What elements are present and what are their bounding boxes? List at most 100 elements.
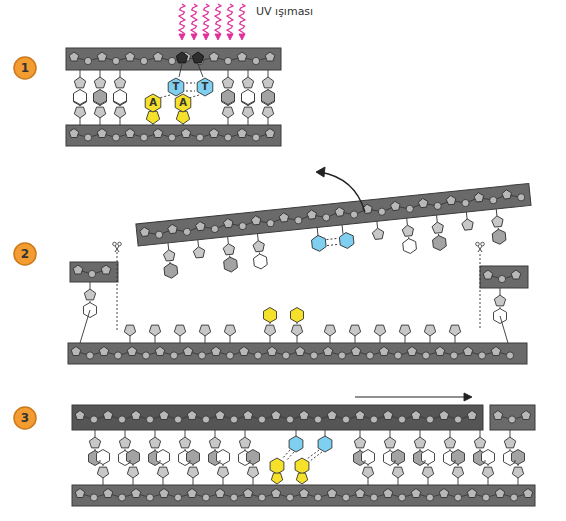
base-hexagon (222, 91, 235, 106)
phosphate-bead (406, 205, 414, 213)
bond-line (455, 336, 456, 343)
sugar-bead (446, 195, 456, 205)
sugar-pentagon (247, 467, 258, 478)
bond-line (480, 254, 481, 330)
phosphate-bead (342, 494, 349, 501)
bond-line (297, 336, 298, 343)
sugar-pentagon (482, 467, 493, 478)
bond-line (485, 460, 486, 462)
bond-line (430, 336, 431, 343)
uv-ray-head (215, 34, 221, 40)
phosphate-bead (211, 225, 219, 233)
base-hexagon (242, 91, 255, 106)
bond-line (80, 310, 90, 343)
nucleotide-base: A (143, 93, 163, 113)
base-hexagon (262, 90, 275, 105)
uv-rays (179, 4, 245, 40)
uv-ray (227, 4, 233, 34)
hexagon-shape (145, 94, 161, 112)
bond-line (193, 478, 194, 485)
bond-line (466, 212, 468, 219)
base-hexagon (291, 308, 304, 323)
bond-line (153, 124, 154, 125)
sugar-bead (237, 52, 247, 61)
bond-line (117, 252, 118, 330)
panel-one (66, 48, 281, 146)
phosphate-bead (202, 416, 209, 423)
sugar-bead (101, 265, 111, 274)
sugar-bead (299, 489, 309, 498)
phosphate-bead (426, 416, 433, 423)
dna-backbone (66, 125, 281, 146)
sugar-pentagon (324, 325, 335, 336)
damaged-sugar (176, 52, 187, 63)
bond-line (115, 246, 119, 252)
sugar-pentagon (223, 243, 235, 255)
panel-three (72, 393, 535, 506)
nucleotide-base: T (195, 77, 215, 97)
sugar-bead (502, 189, 512, 199)
adenine-base (270, 458, 284, 474)
sugar-bead (237, 129, 247, 138)
arrow-head (316, 167, 325, 177)
bond-line (478, 246, 482, 252)
step-number-circle: 3 (13, 406, 37, 430)
sugar-bead (215, 411, 225, 420)
bond-line (436, 215, 438, 222)
uv-ray (179, 4, 185, 34)
sugar-pentagon (349, 325, 360, 336)
bond-line (198, 64, 203, 77)
bond-line (245, 430, 246, 437)
bond-line (406, 218, 408, 225)
phosphate-bead (114, 352, 121, 359)
dna-backbone (480, 266, 528, 288)
bond-line (286, 452, 294, 461)
bond-line (355, 336, 356, 343)
phosphate-bead (230, 416, 237, 423)
sugar-bead (103, 489, 113, 498)
bond-line (120, 118, 121, 125)
bond-line (268, 118, 269, 125)
circle-shape (14, 57, 36, 79)
bond-line (80, 118, 81, 125)
sugar-pentagon (74, 107, 85, 118)
bond-line (223, 478, 224, 485)
base-hexagon (164, 263, 178, 279)
base-hexagon (97, 450, 110, 465)
step-number-circle: 1 (13, 56, 37, 80)
sugar-pentagon (97, 467, 108, 478)
base-hexagon (114, 91, 127, 106)
phosphate-bead (84, 134, 91, 141)
sugar-bead (239, 347, 249, 356)
circle-shape (14, 407, 36, 429)
phosphate-bead (314, 416, 321, 423)
base-letter: A (149, 98, 157, 108)
sugar-pentagon (262, 107, 273, 118)
phosphate-bead (174, 416, 181, 423)
phosphate-bead (84, 57, 91, 64)
new-thymine (289, 436, 303, 452)
phosphate-bead (286, 494, 293, 501)
nucleotide-base: A (173, 93, 193, 113)
bond-line (125, 430, 126, 437)
phosphate-bead (168, 57, 175, 64)
base-hexagon (452, 450, 465, 465)
sugar-pentagon (374, 325, 385, 336)
sugar-pentagon (209, 437, 220, 448)
bond-line (215, 430, 216, 437)
sugar-bead (97, 52, 107, 61)
uv-ray-head (191, 34, 197, 40)
phosphate-bead (434, 202, 442, 210)
bond-line (133, 478, 134, 485)
phosphate-bead (508, 416, 515, 423)
sugar-bead (439, 489, 449, 498)
bond-line (380, 336, 381, 343)
phosphate-bead (239, 222, 247, 230)
bond-line (268, 70, 269, 77)
bond-line (330, 336, 331, 343)
sugar-bead (75, 489, 85, 498)
sugar-pentagon (362, 467, 373, 478)
sugar-pentagon (242, 107, 253, 118)
sugar-pentagon (222, 107, 233, 118)
